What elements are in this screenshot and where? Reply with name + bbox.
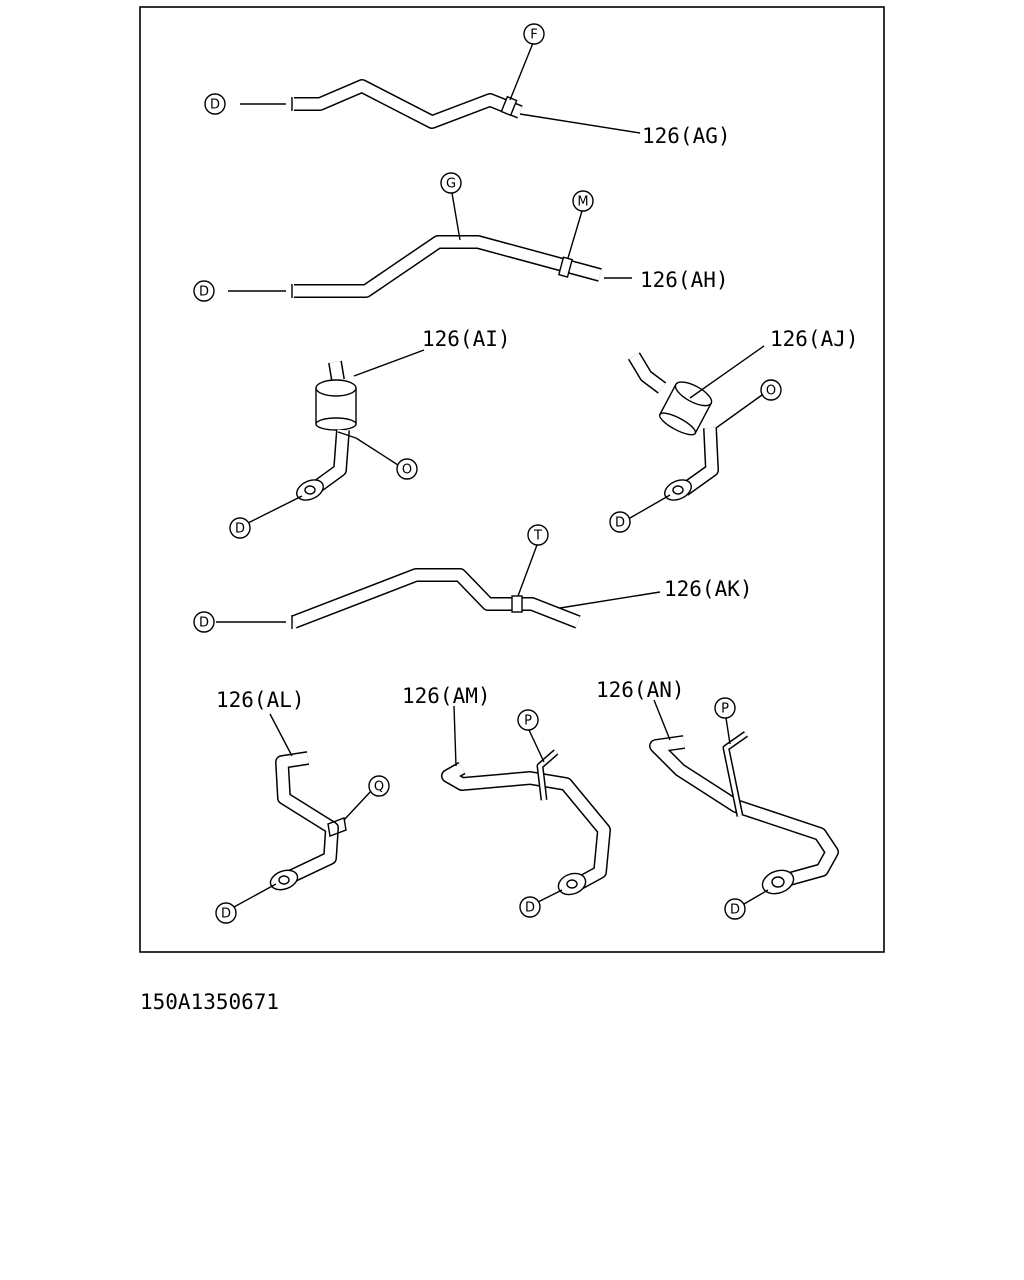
part-label-ah: 126(AH) bbox=[640, 268, 729, 292]
callout-d-ah: D bbox=[193, 280, 215, 302]
callout-m: M bbox=[572, 190, 594, 212]
part-label-ag: 126(AG) bbox=[642, 124, 731, 148]
svg-text:P: P bbox=[721, 702, 729, 717]
callout-d-an: D bbox=[724, 898, 746, 920]
svg-text:G: G bbox=[446, 177, 456, 192]
callout-d-ag: D bbox=[204, 93, 226, 115]
svg-text:D: D bbox=[199, 285, 209, 300]
svg-text:P: P bbox=[524, 714, 532, 729]
svg-text:M: M bbox=[577, 195, 588, 210]
pipe-am bbox=[441, 705, 611, 903]
callout-d-al: D bbox=[215, 902, 237, 924]
svg-text:D: D bbox=[235, 522, 245, 537]
pipe-ag bbox=[240, 42, 641, 134]
callout-o-aj: O bbox=[760, 379, 782, 401]
callout-d-aj: D bbox=[609, 511, 631, 533]
callout-q: Q bbox=[368, 775, 390, 797]
part-label-am: 126(AM) bbox=[402, 684, 491, 708]
part-label-an: 126(AN) bbox=[596, 678, 685, 702]
svg-text:D: D bbox=[199, 616, 209, 631]
pipe-an bbox=[649, 699, 839, 905]
pipe-ah bbox=[228, 192, 632, 298]
svg-text:T: T bbox=[533, 529, 542, 544]
pipe-ak bbox=[216, 544, 661, 629]
part-label-aj: 126(AJ) bbox=[770, 327, 859, 351]
callout-d-am: D bbox=[519, 896, 541, 918]
part-label-ai: 126(AI) bbox=[422, 327, 511, 351]
svg-text:F: F bbox=[530, 28, 537, 43]
svg-text:D: D bbox=[615, 516, 625, 531]
svg-text:D: D bbox=[221, 907, 231, 922]
svg-text:Q: Q bbox=[374, 780, 384, 795]
callout-o-ai: O bbox=[396, 458, 418, 480]
diagram-frame bbox=[139, 6, 885, 953]
svg-text:D: D bbox=[210, 98, 220, 113]
callout-g: G bbox=[440, 172, 462, 194]
callout-d-ai: D bbox=[229, 517, 251, 539]
callout-f: F bbox=[523, 23, 545, 45]
pipe-ai bbox=[247, 349, 425, 524]
callout-p-an: P bbox=[714, 697, 736, 719]
callout-d-ak: D bbox=[193, 611, 215, 633]
part-label-al: 126(AL) bbox=[216, 688, 305, 712]
svg-text:D: D bbox=[525, 901, 535, 916]
pipe-al bbox=[233, 713, 373, 908]
figure-id: 150A1350671 bbox=[140, 990, 280, 1014]
svg-text:O: O bbox=[766, 384, 776, 399]
callout-p-am: P bbox=[517, 709, 539, 731]
svg-text:O: O bbox=[402, 463, 412, 478]
svg-text:D: D bbox=[730, 903, 740, 918]
part-label-ak: 126(AK) bbox=[664, 577, 753, 601]
pipe-aj bbox=[627, 345, 765, 519]
callout-t: T bbox=[527, 524, 549, 546]
